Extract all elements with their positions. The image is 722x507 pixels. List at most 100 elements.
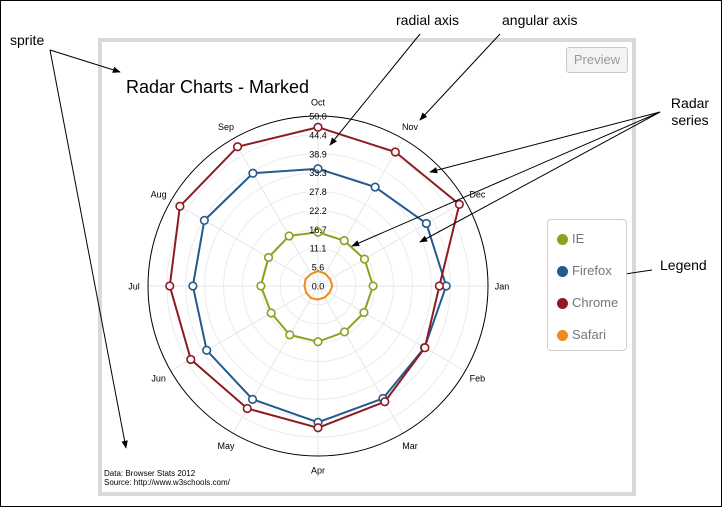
angular-label-jan: Jan	[495, 282, 510, 292]
series-safari	[303, 269, 334, 301]
radial-tick-label: 16.7	[309, 225, 327, 235]
angular-label-oct: Oct	[311, 98, 326, 108]
legend-firefox-dot-icon	[557, 266, 568, 277]
spoke-mar	[317, 285, 404, 434]
marker-chrome-aug	[175, 201, 185, 211]
radial-tick-label: 27.8	[309, 187, 327, 197]
spoke-nov	[317, 138, 404, 287]
marker-ie-dec	[359, 254, 370, 264]
marker-ie-sep	[284, 231, 294, 241]
legend-safari-label: Safari	[572, 327, 606, 342]
grid-circle	[279, 247, 357, 325]
grid-circle	[241, 209, 395, 363]
angular-label-jul: Jul	[128, 282, 140, 292]
marker-firefox-jun	[202, 345, 212, 355]
annotation-radar-series: Radar series	[670, 95, 710, 128]
marker-ie-jan	[368, 281, 378, 291]
marker-ie-jul	[256, 281, 266, 291]
marker-firefox-nov	[370, 182, 380, 192]
chart-sprite-panel	[98, 38, 636, 496]
annotation-legend: Legend	[660, 257, 707, 273]
legend-ie-label: IE	[572, 231, 585, 246]
legend-ie-dot-icon	[557, 234, 568, 245]
annotation-sprite: sprite	[10, 32, 45, 48]
marker-chrome-oct	[313, 122, 323, 132]
arrow-series-firefox	[419, 111, 661, 243]
legend-firefox-label: Firefox	[572, 263, 612, 278]
angular-label-jun: Jun	[151, 374, 166, 384]
credit-source: Source: http://www.w3schools.com/	[104, 478, 230, 487]
marker-chrome-may	[242, 403, 252, 414]
marker-ie-feb	[359, 307, 369, 318]
radial-tick-label: 11.1	[310, 244, 327, 254]
chart-legend: IE Firefox Chrome Safari	[547, 219, 627, 351]
annotation-arrows	[49, 33, 661, 449]
radar-series-group	[165, 122, 464, 433]
marker-ie-jun	[266, 308, 276, 318]
marker-chrome-jun	[186, 354, 196, 365]
series-ie	[256, 227, 378, 347]
arrow-sprite-title	[49, 49, 121, 73]
angular-label-may: May	[217, 441, 235, 451]
annotation-angular-axis: angular axis	[502, 12, 578, 28]
credit-data: Data: Browser Stats 2012	[104, 469, 196, 478]
marker-chrome-jul	[165, 281, 175, 291]
radial-tick-label: 33.3	[309, 168, 327, 178]
arrow-series-ie	[351, 111, 661, 247]
radial-tick-label: 22.2	[309, 206, 327, 216]
series-line-safari	[303, 269, 334, 301]
spoke-dec	[317, 200, 466, 287]
legend-safari-dot-icon	[557, 330, 568, 341]
grid-circle	[298, 266, 338, 306]
arrow-series-chrome	[429, 111, 661, 174]
spoke-jun	[170, 285, 319, 372]
marker-firefox-sep	[248, 168, 258, 178]
legend-chrome-label: Chrome	[572, 295, 619, 310]
radial-tick-label: 50.0	[309, 112, 327, 122]
angular-label-aug: Aug	[151, 190, 167, 200]
grid-circle	[223, 191, 413, 381]
marker-chrome-mar	[380, 397, 390, 407]
radial-tick-label: 5.6	[312, 263, 325, 273]
marker-firefox-jul	[188, 281, 198, 291]
angular-label-sep: Sep	[218, 122, 234, 132]
marker-ie-aug	[263, 252, 274, 263]
radial-tick-label: 0.0	[312, 282, 325, 292]
angular-label-apr: Apr	[311, 466, 325, 476]
marker-ie-oct	[313, 227, 323, 237]
marker-ie-mar	[339, 327, 350, 337]
marker-firefox-oct	[313, 164, 323, 174]
preview-button[interactable]: Preview	[566, 47, 628, 73]
marker-ie-may	[285, 330, 295, 340]
series-chrome	[165, 122, 464, 433]
spoke-aug	[170, 200, 319, 287]
outer-circle	[147, 115, 489, 457]
series-firefox	[188, 164, 451, 427]
marker-chrome-jan	[434, 281, 444, 291]
arrow-radial-axis	[329, 33, 421, 146]
marker-firefox-dec	[421, 218, 431, 229]
angular-label-feb: Feb	[470, 374, 486, 384]
marker-chrome-feb	[420, 343, 430, 353]
spoke-feb	[317, 285, 466, 372]
marker-ie-nov	[339, 236, 349, 246]
angular-label-mar: Mar	[402, 441, 418, 451]
marker-firefox-may	[247, 394, 258, 404]
marker-chrome-apr	[313, 423, 323, 433]
angular-label-dec: Dec	[469, 190, 486, 200]
marker-ie-apr	[313, 337, 323, 347]
marker-firefox-aug	[199, 215, 209, 225]
marker-chrome-nov	[390, 147, 400, 157]
spoke-sep	[232, 138, 319, 287]
radial-tick-label: 44.4	[309, 130, 327, 140]
angular-label-nov: Nov	[402, 122, 419, 132]
annotation-radial-axis: radial axis	[396, 12, 460, 28]
legend-chrome-dot-icon	[557, 298, 568, 309]
marker-chrome-sep	[232, 142, 243, 152]
chart-title: Radar Charts - Marked	[126, 77, 310, 97]
arrow-angular-axis	[419, 33, 501, 121]
arrow-sprite-panel	[49, 49, 128, 449]
radial-tick-label: 38.9	[309, 149, 327, 159]
